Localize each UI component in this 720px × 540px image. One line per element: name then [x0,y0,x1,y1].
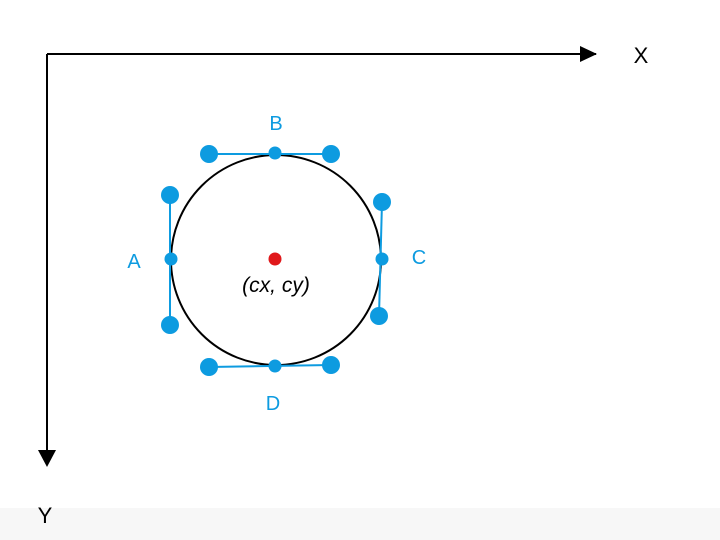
point-label-b: B [269,113,282,135]
control-point-d-left [200,358,218,376]
point-labels: B A C D [127,113,426,415]
x-axis-arrow [580,46,597,62]
control-point-c-top [373,193,391,211]
anchor-point-d [268,359,282,373]
center-label: (cx, cy) [242,274,310,297]
y-axis-label: Y [38,503,53,528]
control-point-d-right [322,356,340,374]
control-point-b-left [200,145,218,163]
y-axis-arrow [38,450,56,467]
point-label-a: A [127,251,141,273]
center-point [268,252,282,266]
anchor-point-b [268,146,282,160]
control-point-c-bottom [370,307,388,325]
control-point-b-right [322,145,340,163]
point-label-c: C [412,247,426,269]
anchor-points [164,146,389,373]
control-point-a-top [161,186,179,204]
point-label-d: D [266,393,280,415]
control-points [161,145,391,376]
anchor-point-a [164,252,178,266]
anchor-point-c [375,252,389,266]
control-point-a-bottom [161,316,179,334]
bottom-shade [0,508,720,540]
x-axis-label: X [634,43,649,68]
coordinate-axes: X Y [38,43,649,528]
